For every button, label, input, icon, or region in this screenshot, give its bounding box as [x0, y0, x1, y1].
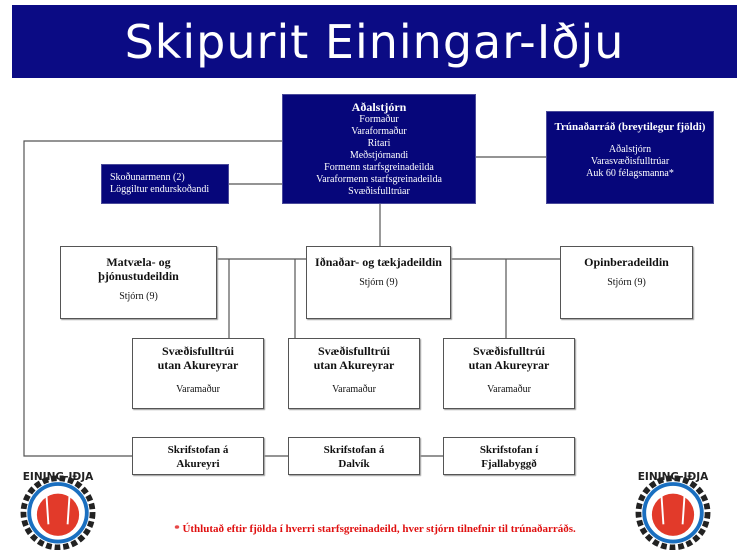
adalstjorn-title: Aðalstjórn [351, 100, 407, 114]
deild-title: Iðnaðar- og tækjadeildin [315, 255, 442, 269]
skrifstofa-dalvik-box: Skrifstofan á Dalvík [288, 437, 420, 475]
trunadarrad-box: Trúnaðarráð (breytilegur fjöldi) Aðalstj… [546, 111, 714, 204]
connector-left-spine [23, 140, 282, 457]
svaedis-title: utan Akureyrar [468, 358, 550, 372]
deild-title: Matvæla- og [106, 255, 171, 269]
svaedis-box: Svæðisfulltrúi utan Akureyrar Varamaður [288, 338, 420, 409]
skrifstofa-line: Dalvík [338, 458, 370, 470]
adalstjorn-item: Svæðisfulltrúar [348, 186, 410, 197]
svaedis-varamadur: Varamaður [176, 384, 220, 395]
adalstjorn-item: Formaður [359, 114, 399, 125]
svaedis-varamadur: Varamaður [332, 384, 376, 395]
trunadarrad-item: Auk 60 félagsmanna* [586, 168, 674, 179]
trunadarrad-item: Aðalstjórn [608, 144, 652, 155]
deild-idnadar-box: Iðnaðar- og tækjadeildin Stjórn (9) [306, 246, 451, 319]
skodun-item: Löggiltur endurskoðandi [110, 184, 210, 195]
skrifstofa-line: Skrifstofan í [479, 444, 539, 456]
adalstjorn-item: Varaformenn starfsgreinadeilda [316, 174, 442, 185]
skrifstofa-line: Skrifstofan á [167, 444, 229, 456]
deild-title: Opinberadeildin [584, 255, 669, 269]
eining-idja-logo: EINING-IÐJA [635, 471, 711, 550]
adalstjorn-item: Formenn starfsgreinadeilda [324, 162, 434, 173]
svaedis-title: Svæðisfulltrúi [317, 344, 390, 358]
deild-stjorn: Stjórn (9) [119, 291, 158, 302]
svg-text:EINING-IÐJA: EINING-IÐJA [23, 471, 94, 483]
skodun-item: Skoðunarmenn (2) [110, 172, 185, 183]
svaedis-title: utan Akureyrar [157, 358, 239, 372]
svaedis-box: Svæðisfulltrúi utan Akureyrar Varamaður [132, 338, 264, 409]
skrifstofa-fjallabyggd-box: Skrifstofan í Fjallabyggð [443, 437, 575, 475]
deild-matvaela-box: Matvæla- og þjónustudeildin Stjórn (9) [60, 246, 217, 319]
deild-stjorn: Stjórn (9) [607, 277, 646, 288]
adalstjorn-item: Meðstjórnandi [349, 150, 409, 161]
deild-opinber-box: Opinberadeildin Stjórn (9) [560, 246, 693, 319]
skodunarmenn-box: Skoðunarmenn (2) Löggiltur endurskoðandi [101, 164, 229, 204]
svaedis-box: Svæðisfulltrúi utan Akureyrar Varamaður [443, 338, 575, 409]
footnote: * Úthlutað eftir fjölda í hverri starfsg… [174, 523, 576, 535]
title-banner: Skipurit Einingar-Iðju [12, 5, 737, 78]
skrifstofa-akureyri-box: Skrifstofan á Akureyri [132, 437, 264, 475]
skrifstofa-line: Akureyri [176, 458, 220, 470]
adalstjorn-box: Aðalstjórn Formaður Varaformaður Ritari … [282, 94, 476, 204]
adalstjorn-item: Ritari [367, 138, 391, 149]
skrifstofa-line: Fjallabyggð [481, 458, 537, 470]
svaedis-varamadur: Varamaður [487, 384, 531, 395]
trunadarrad-item: Varasvæðisfulltrúar [590, 156, 670, 167]
svaedis-title: Svæðisfulltrúi [161, 344, 234, 358]
trunadarrad-title: Trúnaðarráð (breytilegur fjöldi) [554, 121, 706, 133]
svaedis-title: Svæðisfulltrúi [472, 344, 545, 358]
eining-idja-logo: EINING-IÐJA [20, 471, 96, 550]
svaedis-title: utan Akureyrar [313, 358, 395, 372]
adalstjorn-item: Varaformaður [351, 126, 407, 137]
skrifstofa-line: Skrifstofan á [323, 444, 385, 456]
page-title: Skipurit Einingar-Iðju [124, 14, 625, 69]
deild-title: þjónustudeildin [98, 269, 179, 283]
svg-text:EINING-IÐJA: EINING-IÐJA [638, 471, 709, 483]
deild-stjorn: Stjórn (9) [359, 277, 398, 288]
